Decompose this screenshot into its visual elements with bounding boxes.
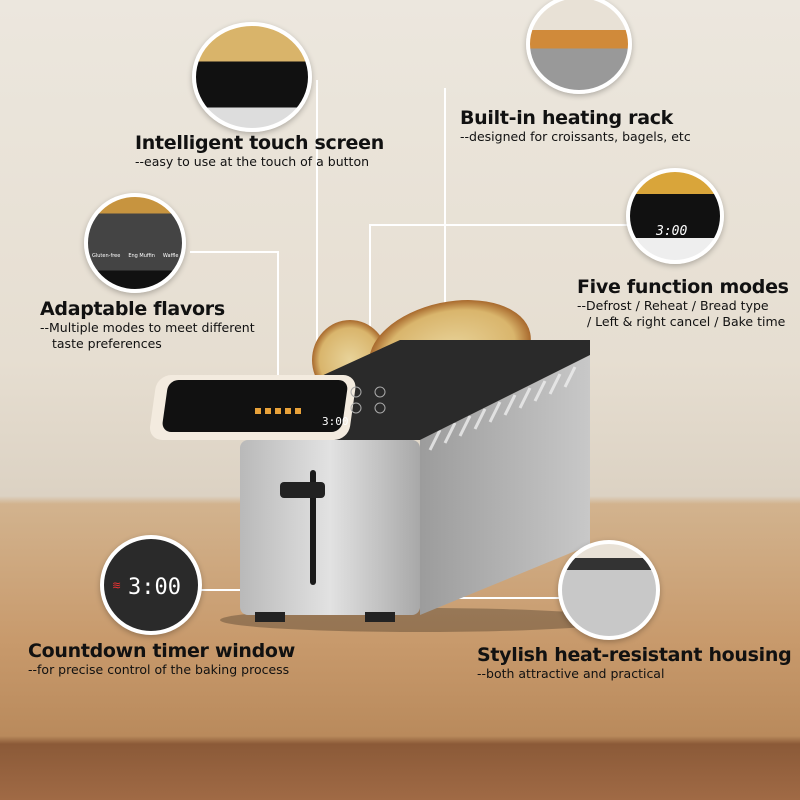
inset-touch-screen [192,22,312,132]
feature-housing: Stylish heat-resistant housing --both at… [477,644,792,682]
feature-title: Five function modes [577,276,789,298]
feature-subtitle: / Left & right cancel / Bake time [587,314,786,329]
feature-heating-rack: Built-in heating rack --designed for cro… [460,107,691,145]
flavor-label: Waffle [162,253,179,259]
feature-title: Intelligent touch screen [135,132,384,154]
feature-subtitle: --both attractive and practical [477,666,665,681]
inset-housing [558,540,660,640]
feature-touch-screen: Intelligent touch screen --easy to use a… [135,132,384,170]
feature-flavors: Adaptable flavors --Multiple modes to me… [40,298,255,352]
inset-timer: ≋ 3:00 [100,535,202,635]
toaster-lever [280,482,325,498]
feature-subtitle: --for precise control of the baking proc… [28,662,290,677]
feature-subtitle: --Multiple modes to meet different [40,320,255,335]
flavor-label: Eng Muffin [128,253,155,259]
panel-timer: 3:00 [322,415,349,428]
inset-function-modes: 3:00 [626,168,724,264]
feature-subtitle: taste preferences [52,336,162,351]
inset-heating-rack [526,0,632,94]
toaster-front [240,440,420,615]
feature-title: Stylish heat-resistant housing [477,644,792,666]
feature-subtitle: --Defrost / Reheat / Bread type [577,298,769,313]
feature-title: Adaptable flavors [40,298,225,320]
feature-title: Built-in heating rack [460,107,674,129]
toaster-slot [310,470,316,585]
feature-function-modes: Five function modes --Defrost / Reheat /… [577,276,789,330]
countdown-display: 3:00 [128,575,181,600]
feature-subtitle: --designed for croissants, bagels, etc [460,129,691,144]
inset-flavors: Gluten-free Eng Muffin Waffle [84,193,186,293]
feature-subtitle: --easy to use at the touch of a button [135,154,370,169]
toaster-side [420,355,590,615]
feature-timer: Countdown timer window --for precise con… [28,640,295,678]
feature-title: Countdown timer window [28,640,295,662]
flavor-label: Gluten-free [92,253,121,259]
mode-timer: 3:00 [656,224,688,239]
